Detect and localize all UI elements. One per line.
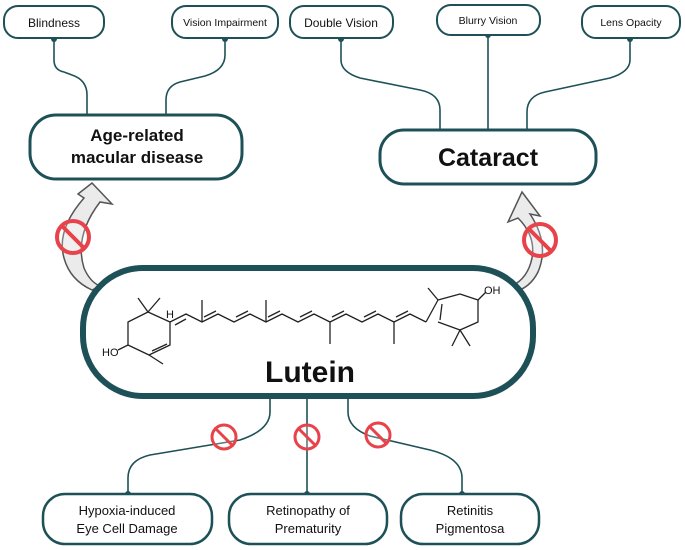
lutein-label: Lutein [265, 356, 355, 389]
condition-retinopathy: Retinopathy of Prematurity [227, 492, 389, 546]
condition-retinopathy-line2: Prematurity [275, 521, 342, 536]
condition-retinitis: Retinitis Pigmentosa [399, 492, 541, 546]
hydroxyl-left: HO [102, 347, 119, 359]
symptom-double-vision: Double Vision [289, 5, 394, 39]
hydroxyl-right: OH [484, 285, 501, 297]
amd-label-line1: Age-related [90, 126, 184, 145]
symptom-blurry-vision-label: Blurry Vision [459, 15, 518, 27]
inhibition-icon-hypoxia [210, 423, 238, 451]
symptom-blurry-vision: Blurry Vision [436, 4, 541, 36]
condition-retinopathy-line1: Retinopathy of [266, 503, 350, 518]
cataract-connectors [338, 32, 633, 130]
inhibition-icon-retinitis [364, 421, 392, 449]
symptom-lens-opacity-label: Lens Opacity [600, 17, 662, 29]
symptom-blindness-label: Blindness [28, 16, 80, 30]
condition-hypoxia-line1: Hypoxia-induced [79, 503, 176, 518]
amd-connectors [51, 36, 228, 116]
symptom-vision-impairment-label: Vision Impairment [183, 17, 267, 29]
amd-label-line2: macular disease [71, 148, 203, 167]
lutein-structure: HO H OH [102, 285, 501, 365]
symptom-vision-impairment: Vision Impairment [171, 5, 279, 39]
cataract-label: Cataract [438, 144, 539, 172]
condition-retinitis-line1: Retinitis [447, 503, 494, 518]
condition-hypoxia: Hypoxia-induced Eye Cell Damage [41, 492, 214, 546]
symptom-lens-opacity: Lens Opacity [581, 5, 681, 39]
symptom-double-vision-label: Double Vision [304, 16, 378, 30]
symptom-blindness: Blindness [3, 5, 105, 39]
lutein-box: Lutein [80, 265, 536, 399]
inhibition-icon-cataract [522, 222, 558, 258]
condition-retinitis-line2: Pigmentosa [436, 521, 505, 536]
disease-cataract: Cataract [378, 128, 598, 186]
inhibition-icon-retinopathy [293, 423, 321, 451]
condition-hypoxia-line2: Eye Cell Damage [76, 521, 177, 536]
disease-amd: Age-related macular disease [28, 113, 244, 181]
inhibition-icon-amd [55, 219, 91, 255]
bottom-connectors [125, 398, 465, 497]
hydrogen-label: H [166, 309, 174, 321]
